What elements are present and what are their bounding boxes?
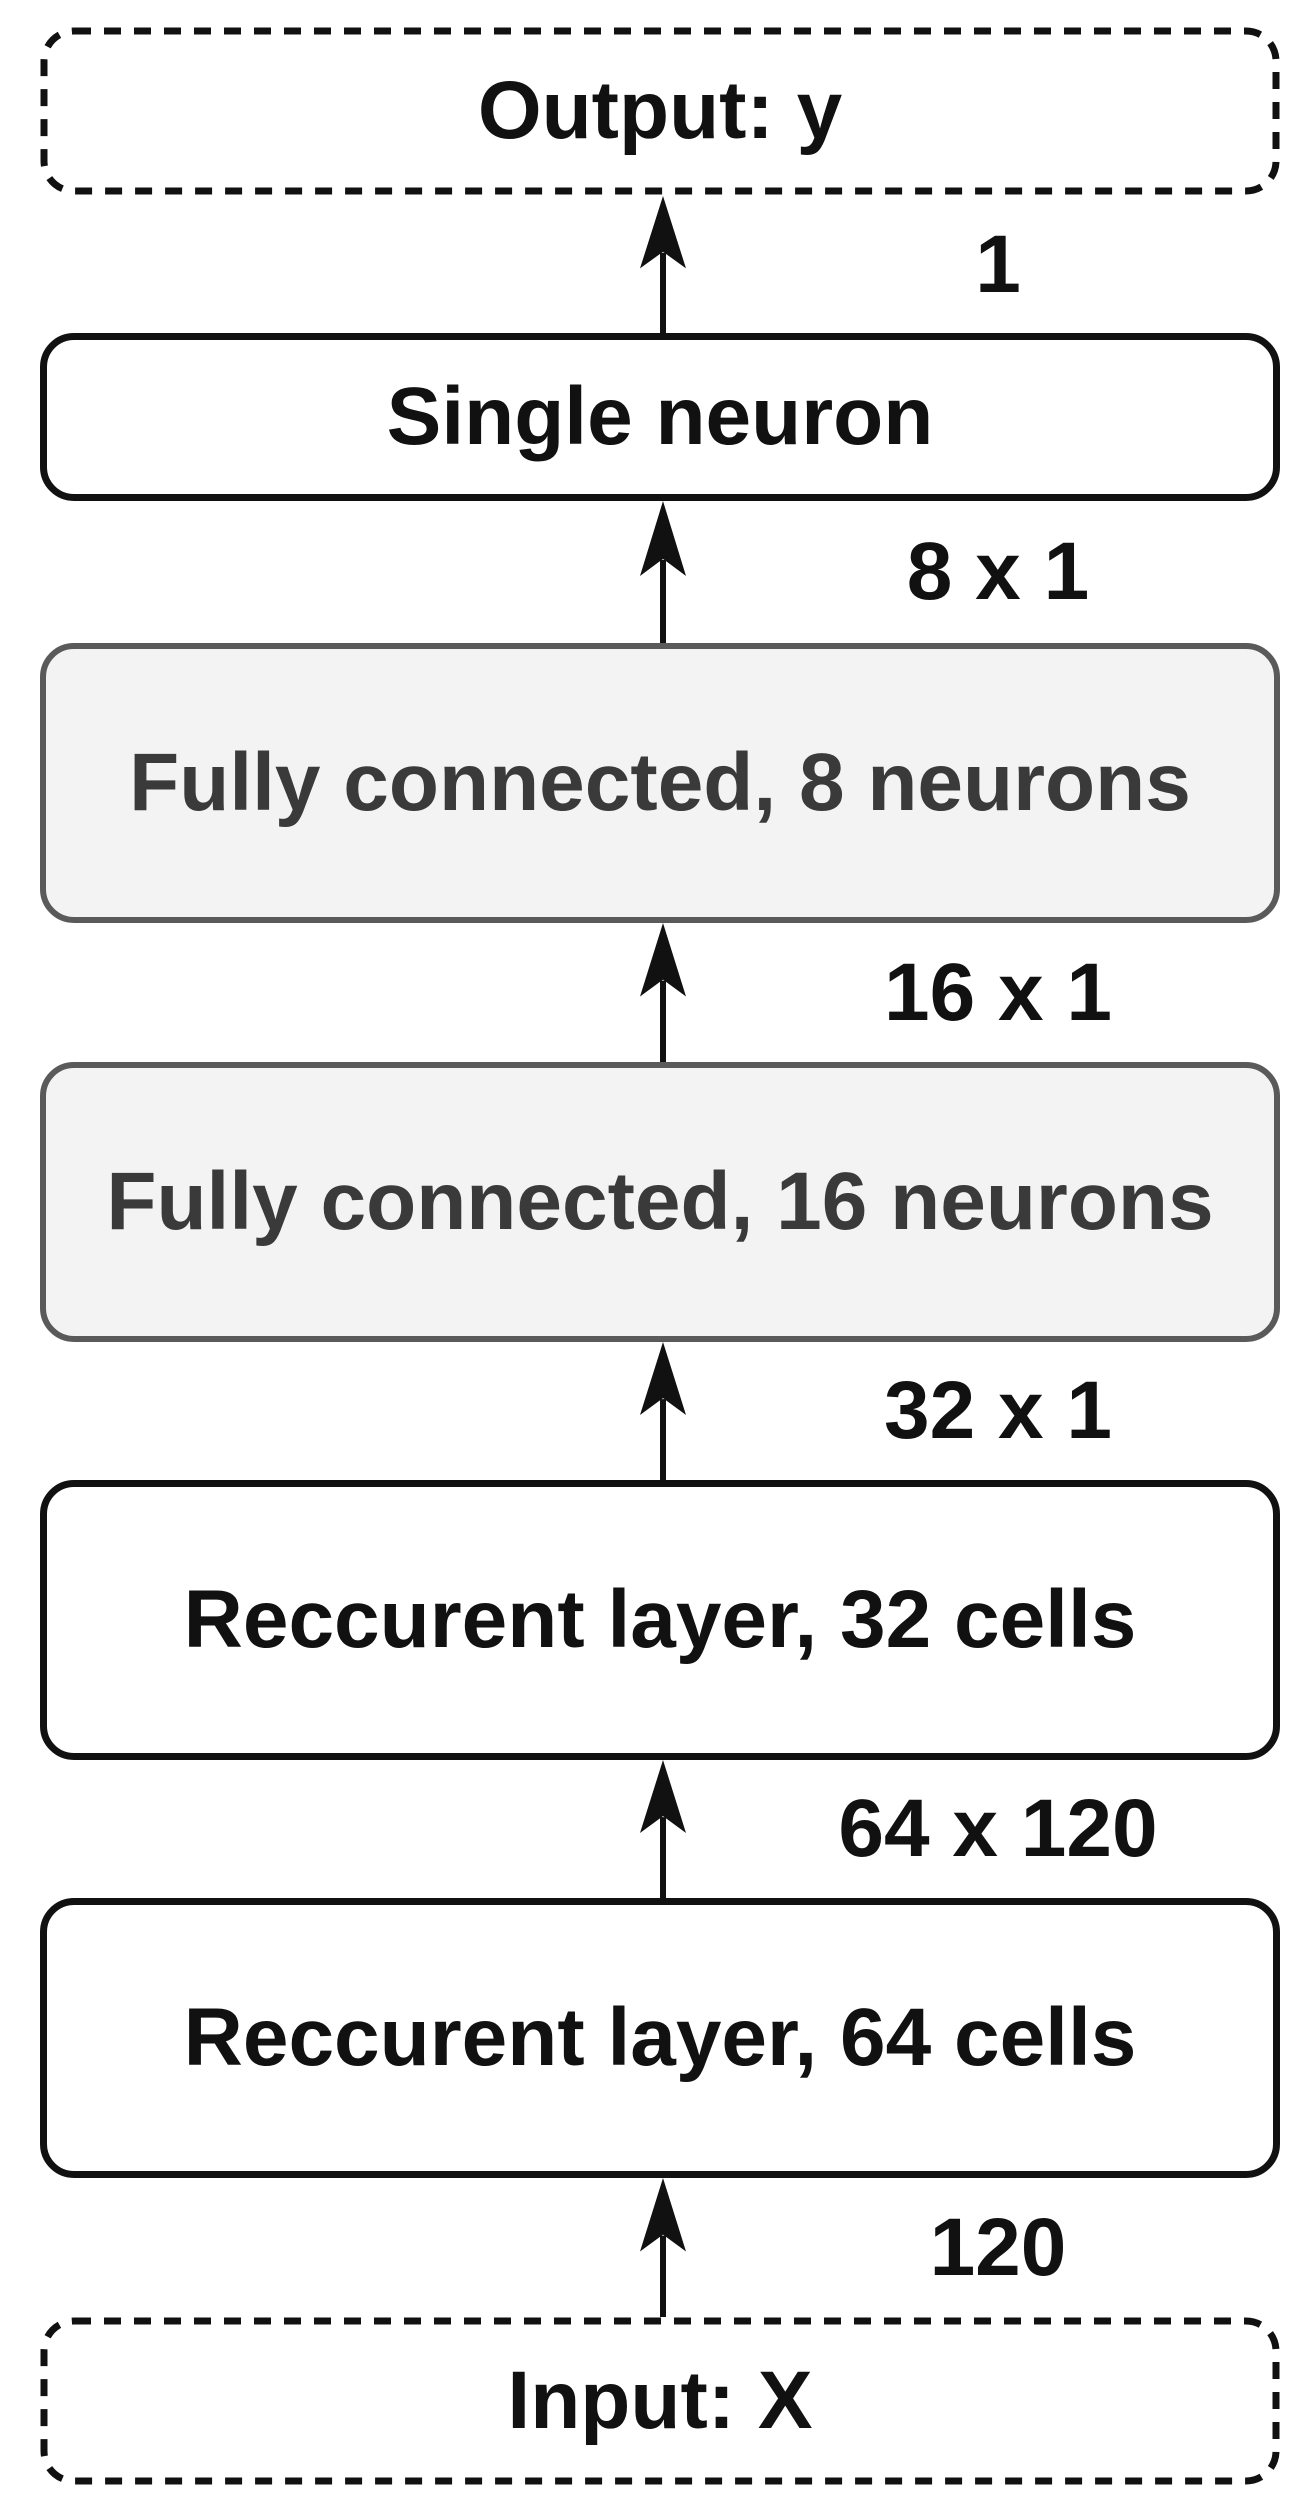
dimension-label: 120	[929, 2201, 1067, 2293]
node-fully-connected-16: Fully connected, 16 neurons	[40, 1062, 1280, 1342]
arrow-fc16-to-fc8	[640, 923, 686, 1062]
dimension-label: 1	[975, 218, 1021, 310]
dimension-label: 8 x 1	[906, 526, 1090, 617]
node-input: Input: X	[40, 2317, 1280, 2485]
node-output: Output: y	[40, 27, 1280, 195]
arrow-single-neuron-to-output	[640, 196, 686, 333]
node-fully-connected-8-label: Fully connected, 8 neurons	[129, 737, 1191, 828]
arrow-recurrent64-to-recurrent32	[640, 1760, 686, 1898]
node-recurrent-64: Reccurent layer, 64 cells	[40, 1898, 1280, 2178]
dimension-label: 64 x 120	[838, 1783, 1158, 1874]
node-fully-connected-16-label: Fully connected, 16 neurons	[106, 1156, 1214, 1247]
arrow-recurrent32-to-fc16	[640, 1342, 686, 1480]
arrow-input-to-recurrent64	[640, 2178, 686, 2317]
arrow-fc8-to-single-neuron	[640, 501, 686, 643]
node-recurrent-32: Reccurent layer, 32 cells	[40, 1480, 1280, 1760]
node-recurrent-64-label: Reccurent layer, 64 cells	[183, 1992, 1137, 2083]
node-single-neuron-label: Single neuron	[386, 371, 934, 462]
dashed-border	[40, 2317, 1280, 2485]
dashed-border	[40, 27, 1280, 195]
dimension-label: 32 x 1	[884, 1365, 1112, 1456]
node-recurrent-32-label: Reccurent layer, 32 cells	[183, 1574, 1137, 1665]
node-single-neuron: Single neuron	[40, 333, 1280, 501]
node-input-label: Input: X	[507, 2355, 813, 2446]
dimension-label: 16 x 1	[884, 946, 1112, 1038]
node-output-label: Output: y	[477, 65, 843, 156]
node-fully-connected-8: Fully connected, 8 neurons	[40, 643, 1280, 923]
